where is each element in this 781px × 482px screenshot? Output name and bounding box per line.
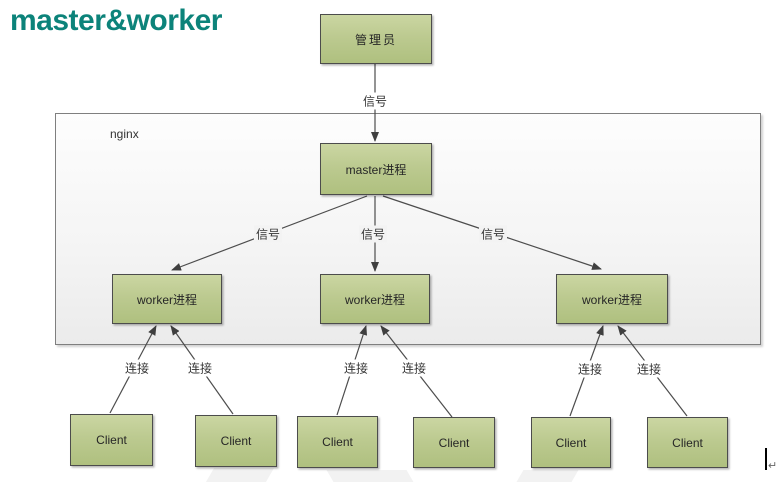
client-node: Client <box>413 417 495 468</box>
worker-process-node: worker进程 <box>112 274 222 324</box>
client-node: Client <box>70 414 153 466</box>
connection-label: 连接 <box>399 359 429 377</box>
admin-node: 管理员 <box>320 14 432 64</box>
worker-process-node: worker进程 <box>556 274 668 324</box>
return-mark: ↵ <box>768 460 778 472</box>
signal-label: 信号 <box>253 225 283 243</box>
signal-label: 信号 <box>360 92 390 110</box>
text-caret <box>765 448 767 470</box>
connection-label: 连接 <box>341 359 371 377</box>
client-node: Client <box>297 416 378 468</box>
signal-label: 信号 <box>478 225 508 243</box>
connection-label: 连接 <box>185 359 215 377</box>
nginx-container-label: nginx <box>110 127 139 141</box>
client-node: Client <box>647 417 728 468</box>
client-node: Client <box>531 417 611 468</box>
client-node: Client <box>195 415 277 467</box>
master-process-node: master进程 <box>320 143 432 195</box>
page-title: master&worker <box>10 4 222 37</box>
worker-process-node: worker进程 <box>320 274 430 324</box>
connection-label: 连接 <box>122 359 152 377</box>
signal-label: 信号 <box>358 225 388 243</box>
connection-label: 连接 <box>634 360 664 378</box>
connection-label: 连接 <box>575 360 605 378</box>
